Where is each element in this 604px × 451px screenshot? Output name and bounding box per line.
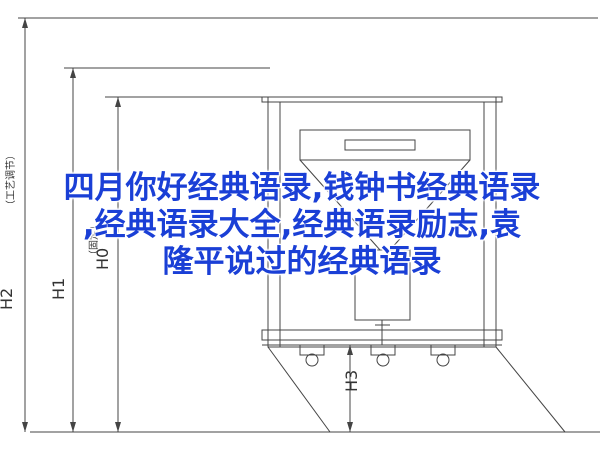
base-platform [261, 329, 503, 341]
wheel-left [299, 344, 325, 367]
overlay-title: 四月你好经典语录,钱钟书经典语录 ,经典语录大全,经典语录励志,袁 隆平说过的经… [6, 170, 598, 281]
overlay-line-1: 四月你好经典语录,钱钟书经典语录 [63, 170, 541, 206]
label-h3: H3 [342, 370, 361, 392]
label-h2: H2 [0, 288, 16, 310]
wheel-right [430, 344, 456, 367]
overlay-line-3: 隆平说过的经典语录 [162, 244, 442, 280]
wheel-center [370, 344, 396, 367]
label-note-mid: （固定） [87, 220, 100, 260]
overlay-line-2: ,经典语录大全,经典语录励志,袁 [82, 207, 522, 243]
hopper-top [299, 129, 471, 161]
label-h1: H1 [49, 278, 68, 300]
label-note-left: （工艺调节） [5, 150, 17, 210]
label-h0: H0 [93, 248, 112, 270]
